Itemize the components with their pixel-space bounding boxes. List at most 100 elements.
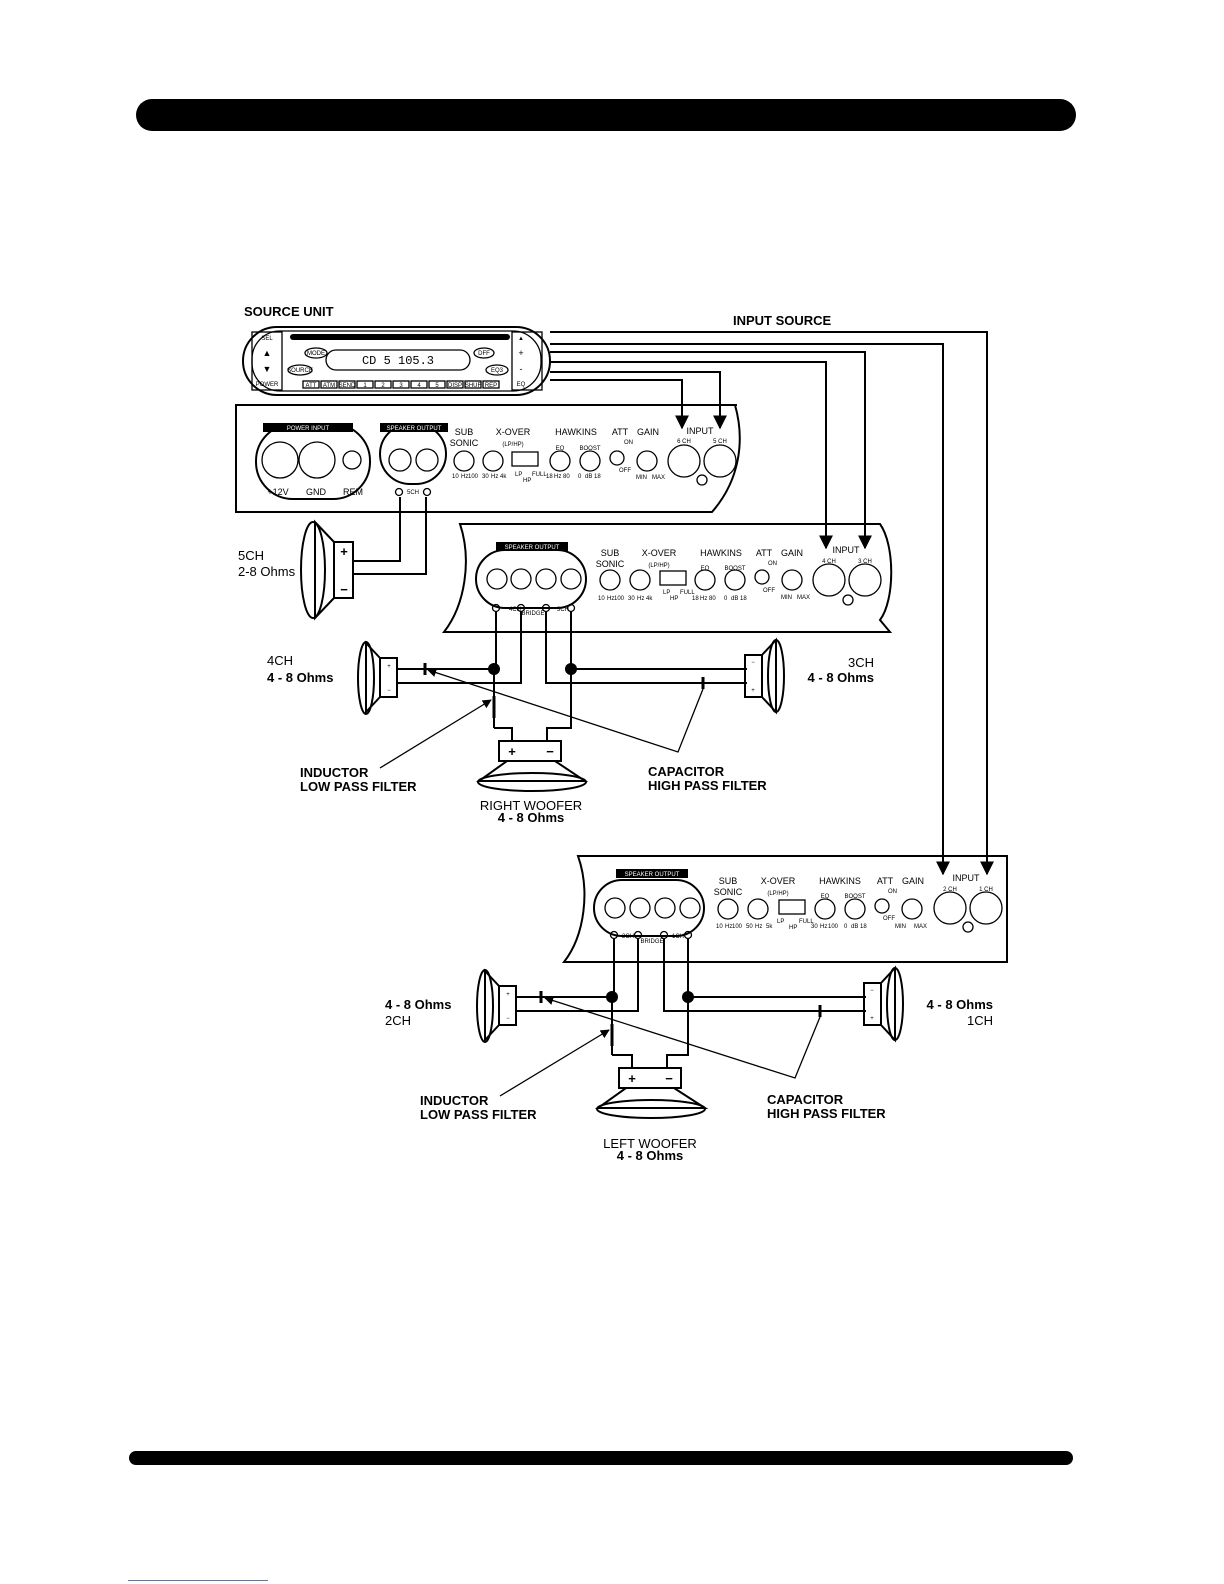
svg-text:Hz: Hz	[637, 596, 644, 602]
svg-text:EQ: EQ	[821, 894, 830, 900]
svg-text:18: 18	[860, 924, 867, 930]
svg-text:18: 18	[692, 596, 699, 602]
svg-text:0: 0	[724, 596, 728, 602]
svg-text:4 - 8 Ohms: 4 - 8 Ohms	[498, 810, 564, 825]
preset-buttons[interactable]: ATT ATM SEND 1 2 3 4 5 DISP SHUF REP	[302, 380, 500, 389]
att-switch[interactable]	[609, 450, 625, 466]
svg-text:4 - 8 Ohms: 4 - 8 Ohms	[927, 997, 993, 1012]
terminal-rem: REM	[343, 487, 363, 497]
svg-text:ON: ON	[888, 889, 897, 895]
speaker-3ch: − + 3CH 4 - 8 Ohms	[744, 637, 874, 715]
svg-text:MAX: MAX	[652, 475, 665, 481]
svg-text:GAIN: GAIN	[781, 548, 803, 558]
svg-text:10: 10	[452, 474, 459, 480]
svg-text:2CH: 2CH	[622, 934, 634, 940]
svg-text:−: −	[387, 688, 391, 694]
svg-text:+: +	[751, 688, 755, 694]
svg-text:ATT: ATT	[877, 876, 894, 886]
svg-text:LP: LP	[663, 590, 670, 596]
svg-text:FULL: FULL	[532, 472, 547, 478]
left-button-column[interactable]: SEL ▲ ▼ POWER	[251, 331, 283, 391]
svg-text:100: 100	[828, 924, 839, 930]
svg-text:MIN: MIN	[895, 924, 906, 930]
svg-text:4 - 8 Ohms: 4 - 8 Ohms	[617, 1148, 683, 1163]
speaker-5ch-impedance: 2-8 Ohms	[238, 564, 296, 579]
svg-text:100: 100	[732, 924, 743, 930]
svg-text:GAIN: GAIN	[637, 427, 659, 437]
speaker-4ch: + − 4CH 4 - 8 Ohms	[267, 640, 398, 715]
svg-text:LOW PASS FILTER: LOW PASS FILTER	[420, 1107, 537, 1122]
source-unit-title: SOURCE UNIT	[244, 304, 334, 319]
subsonic-knob[interactable]	[453, 450, 475, 472]
footer-bar	[129, 1451, 1073, 1465]
svg-text:MAX: MAX	[797, 595, 810, 601]
svg-text:50: 50	[746, 924, 753, 930]
svg-text:18: 18	[546, 474, 553, 480]
svg-text:SONIC: SONIC	[714, 887, 743, 897]
svg-text:FULL: FULL	[799, 919, 814, 925]
svg-text:Hz: Hz	[461, 474, 468, 480]
svg-text:−: −	[751, 660, 755, 666]
svg-text:18: 18	[740, 596, 747, 602]
terminal-gnd: GND	[306, 487, 327, 497]
svg-text:18: 18	[594, 474, 601, 480]
svg-text:X-OVER: X-OVER	[496, 427, 531, 437]
svg-text:ATT: ATT	[756, 548, 773, 558]
input-6ch-jack[interactable]	[667, 444, 701, 478]
svg-text:SONIC: SONIC	[596, 559, 625, 569]
speaker-1ch: − + 4 - 8 Ohms 1CH	[863, 965, 993, 1043]
svg-text:4k: 4k	[646, 596, 653, 602]
xover-knob[interactable]	[482, 450, 504, 472]
amp-panel-bottom: SPEAKER OUTPUT 2CH 1CH BRIDGE SUB SONIC …	[561, 855, 1008, 963]
svg-text:1 CH: 1 CH	[979, 887, 993, 893]
left-woofer: + − LEFT WOOFER 4 - 8 Ohms	[594, 1067, 709, 1163]
svg-text:4 CH: 4 CH	[822, 559, 836, 565]
svg-text:ATT: ATT	[306, 383, 317, 389]
eq-knob[interactable]	[549, 450, 571, 472]
svg-text:SUB: SUB	[719, 876, 738, 886]
svg-text:4 - 8 Ohms: 4 - 8 Ohms	[267, 670, 333, 685]
svg-text:4k: 4k	[500, 474, 507, 480]
svg-text:2CH: 2CH	[385, 1013, 411, 1028]
right-button-column[interactable]: ▲ + - EQ	[511, 331, 543, 391]
svg-text:3CH: 3CH	[848, 655, 874, 670]
gain-knob[interactable]	[636, 450, 658, 472]
inductor-label-top: INDUCTOR	[300, 765, 369, 780]
svg-text:BOOST: BOOST	[724, 566, 745, 572]
svg-text:80: 80	[709, 596, 716, 602]
svg-text:OFF: OFF	[883, 916, 895, 922]
wiring-middle	[379, 612, 747, 769]
svg-text:30: 30	[811, 924, 818, 930]
svg-text:4: 4	[417, 383, 421, 389]
input-source-wires	[550, 331, 994, 876]
up-button: ▲	[263, 348, 272, 358]
svg-text:LOW PASS FILTER: LOW PASS FILTER	[300, 779, 417, 794]
svg-text:30: 30	[482, 474, 489, 480]
svg-text:MAX: MAX	[914, 924, 927, 930]
svg-text:Hz: Hz	[755, 924, 762, 930]
eq-button: EQ	[517, 382, 526, 388]
svg-text:ATM: ATM	[323, 383, 335, 389]
svg-text:4 - 8 Ohms: 4 - 8 Ohms	[808, 670, 874, 685]
svg-text:LP: LP	[515, 472, 522, 478]
wiring-bottom	[499, 939, 866, 1097]
svg-text:SUB: SUB	[601, 548, 620, 558]
xover-switch[interactable]	[511, 451, 539, 467]
svg-text:HP: HP	[670, 596, 678, 602]
input-5ch-jack[interactable]	[703, 444, 737, 478]
svg-text:2 CH: 2 CH	[943, 887, 957, 893]
svg-text:−: −	[340, 582, 348, 597]
capacitor-label-bottom: CAPACITOR	[767, 1092, 844, 1107]
svg-text:−: −	[506, 1016, 510, 1022]
svg-text:+: +	[340, 544, 348, 559]
svg-text:Hz: Hz	[607, 596, 614, 602]
svg-text:BRIDGE: BRIDGE	[640, 939, 663, 945]
mode-button: MODE	[307, 351, 325, 357]
boost-knob[interactable]	[579, 450, 601, 472]
power-input-tag: POWER INPUT	[287, 426, 330, 432]
center-buttons[interactable]: MODE SOURCE DFF EQ3	[287, 347, 509, 376]
svg-text:EQ: EQ	[701, 566, 710, 572]
svg-text:−: −	[546, 744, 554, 759]
svg-text:Hz: Hz	[820, 924, 827, 930]
